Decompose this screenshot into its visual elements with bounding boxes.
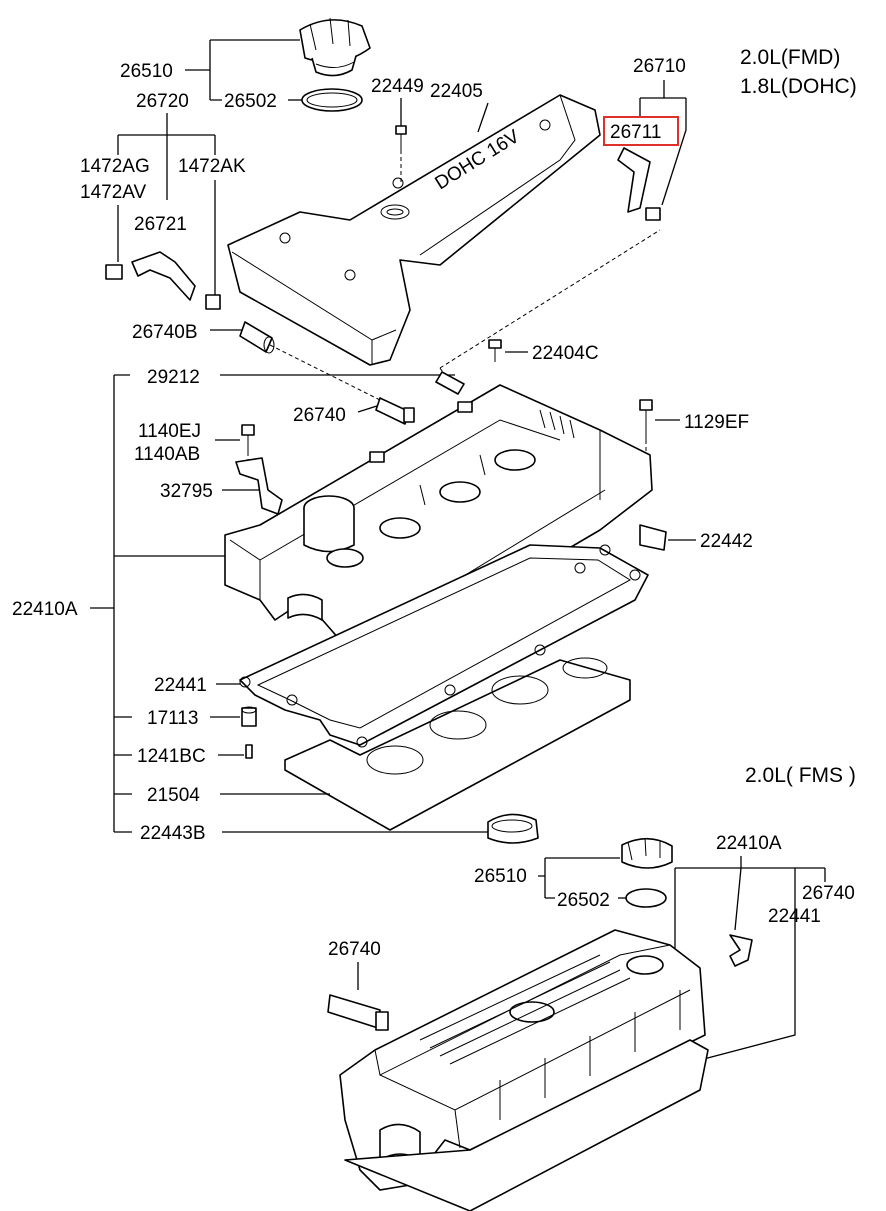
label-1472ag[interactable]: 1472AG — [80, 156, 150, 177]
label-1472av[interactable]: 1472AV — [80, 182, 147, 203]
label-22404c[interactable]: 22404C — [532, 343, 599, 364]
bolt-1140ej[interactable] — [241, 424, 255, 452]
label-26711[interactable]: 26711 — [610, 122, 661, 143]
label-21504[interactable]: 21504 — [147, 785, 200, 806]
label-26740-right[interactable]: 26740 — [802, 883, 855, 904]
label-17113[interactable]: 17113 — [147, 708, 198, 729]
label-22441-bottom[interactable]: 22441 — [768, 906, 821, 927]
label-26720[interactable]: 26720 — [136, 91, 189, 112]
bolt-1241bc[interactable] — [245, 744, 253, 759]
dowel-17113[interactable] — [241, 706, 257, 727]
rocker-cover[interactable] — [224, 384, 653, 666]
label-22442[interactable]: 22442 — [700, 531, 753, 552]
label-29212[interactable]: 29212 — [147, 367, 200, 388]
label-26740b[interactable]: 26740B — [132, 322, 198, 343]
label-26510-bottom[interactable]: 26510 — [474, 866, 527, 887]
label-32795[interactable]: 32795 — [160, 481, 213, 502]
label-26510-top[interactable]: 26510 — [120, 61, 173, 82]
pcv-valve-26740[interactable] — [375, 397, 415, 425]
bolt-22404c[interactable] — [488, 339, 502, 362]
rubber-22442[interactable] — [639, 524, 667, 551]
label-26740-top[interactable]: 26740 — [293, 405, 346, 426]
plug-gasket-21504[interactable] — [284, 657, 631, 831]
label-1140ab[interactable]: 1140AB — [134, 444, 200, 465]
engine-cover[interactable]: DOHC 16V — [227, 94, 601, 366]
pcv-pipe-29212[interactable] — [435, 371, 465, 395]
oil-filler-cap-bottom[interactable] — [621, 837, 673, 869]
breather-hose-26721[interactable] — [105, 251, 221, 310]
oil-filler-cap-gasket-bottom[interactable] — [625, 888, 667, 908]
label-1241bc[interactable]: 1241BC — [137, 746, 206, 767]
label-22405[interactable]: 22405 — [430, 81, 483, 102]
oil-filler-cap-top[interactable] — [299, 17, 371, 77]
variant-header-fms: 2.0L( FMS ) — [745, 764, 856, 787]
label-22443b[interactable]: 22443B — [140, 823, 206, 844]
label-22449[interactable]: 22449 — [371, 76, 424, 97]
highlight-box-26711 — [603, 116, 679, 146]
label-22410a-bottom[interactable]: 22410A — [716, 833, 782, 854]
label-26710[interactable]: 26710 — [633, 56, 686, 77]
label-1140ej[interactable]: 1140EJ — [138, 421, 201, 442]
variant-header-fmd: 2.0L(FMD) — [740, 46, 840, 69]
label-26502-top[interactable]: 26502 — [224, 91, 277, 112]
rocker-cover-fms[interactable] — [339, 929, 709, 1211]
bolt-22449[interactable] — [395, 125, 407, 150]
label-1129ef[interactable]: 1129EF — [684, 412, 749, 433]
pcv-hose-26711[interactable] — [617, 147, 661, 221]
label-22410a-top[interactable]: 22410A — [12, 599, 78, 620]
label-26740-bottom-left[interactable]: 26740 — [328, 939, 381, 960]
pcv-valve-bottom[interactable] — [327, 994, 389, 1031]
grommet-26740b[interactable] — [239, 321, 275, 354]
label-26721[interactable]: 26721 — [134, 214, 187, 235]
label-26502-bottom[interactable]: 26502 — [557, 890, 610, 911]
bolt-1129ef[interactable] — [639, 399, 653, 440]
rocker-cover-gasket[interactable] — [239, 544, 649, 748]
variant-header-dohc: 1.8L(DOHC) — [740, 75, 857, 98]
label-22441-top[interactable]: 22441 — [154, 675, 207, 696]
oil-filler-cap-gasket-top[interactable] — [301, 88, 363, 112]
seal-22443b[interactable] — [487, 813, 539, 844]
bracket-32795[interactable] — [235, 457, 283, 515]
label-1472ak[interactable]: 1472AK — [178, 156, 246, 177]
pcv-hose-bottom[interactable] — [729, 934, 753, 967]
